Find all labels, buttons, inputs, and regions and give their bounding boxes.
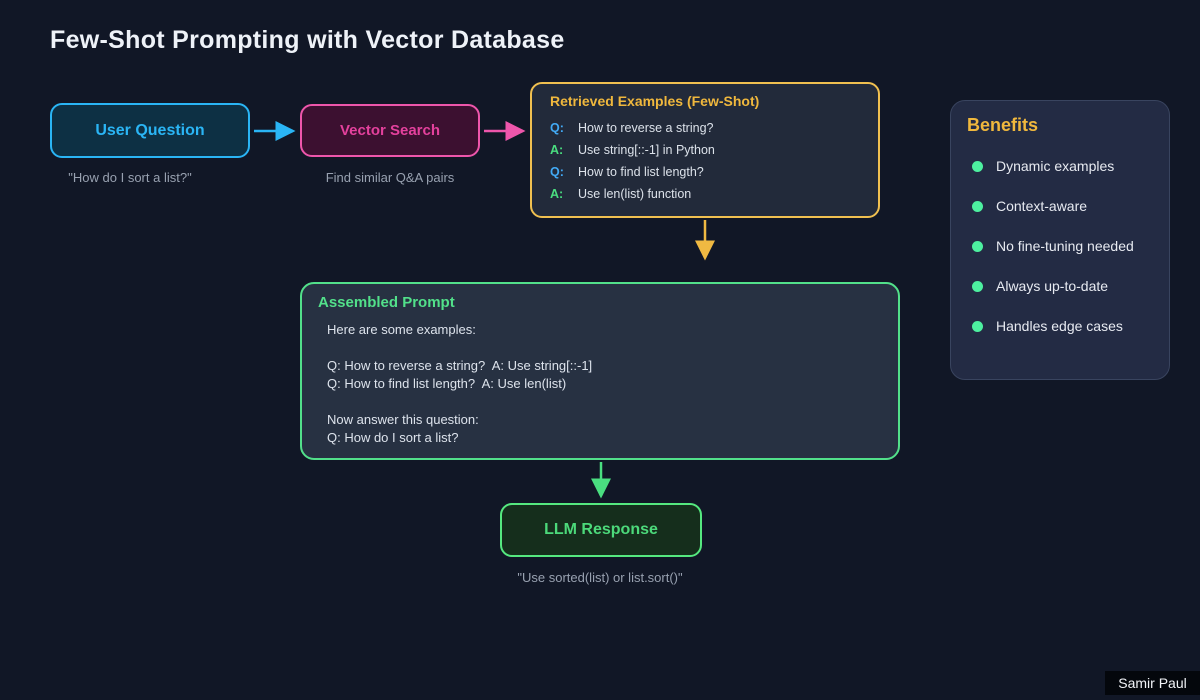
node-llm-response: LLM Response bbox=[500, 503, 702, 557]
qa-tag-question: Q: bbox=[550, 165, 564, 179]
benefits-list: Dynamic examples Context-aware No fine-t… bbox=[951, 146, 1169, 346]
benefits-panel: Benefits Dynamic examples Context-aware … bbox=[950, 100, 1170, 380]
benefit-label: No fine-tuning needed bbox=[996, 238, 1134, 254]
author-signature: Samir Paul bbox=[1105, 671, 1200, 695]
qa-tag-question: Q: bbox=[550, 121, 564, 135]
qa-text: Use string[::-1] in Python bbox=[578, 143, 715, 157]
benefit-label: Context-aware bbox=[996, 198, 1088, 214]
benefit-item: No fine-tuning needed bbox=[951, 226, 1169, 266]
qa-tag-answer: A: bbox=[550, 187, 564, 201]
benefit-dot-icon bbox=[972, 200, 983, 212]
node-vector-search: Vector Search bbox=[300, 104, 480, 157]
vector-search-caption: Find similar Q&A pairs bbox=[325, 170, 455, 185]
qa-text: How to reverse a string? bbox=[578, 121, 714, 135]
node-user-question-label: User Question bbox=[95, 121, 205, 139]
benefit-item: Handles edge cases bbox=[951, 306, 1169, 346]
benefit-label: Always up-to-date bbox=[996, 278, 1109, 294]
benefit-item: Always up-to-date bbox=[951, 266, 1169, 306]
assembled-prompt-panel: Assembled Prompt Here are some examples:… bbox=[300, 282, 900, 460]
qa-row: A: Use len(list) function bbox=[550, 183, 862, 205]
user-question-caption: "How do I sort a list?" bbox=[68, 170, 192, 185]
benefits-title: Benefits bbox=[967, 115, 1039, 135]
node-vector-search-label: Vector Search bbox=[339, 122, 441, 139]
assembled-prompt-title: Assembled Prompt bbox=[318, 294, 455, 311]
llm-response-caption: "Use sorted(list) or list.sort()" bbox=[517, 570, 683, 585]
benefit-dot-icon bbox=[972, 280, 983, 292]
benefit-dot-icon bbox=[972, 240, 983, 252]
qa-text: Use len(list) function bbox=[578, 187, 692, 201]
qa-text: How to find list length? bbox=[578, 165, 704, 179]
qa-tag-answer: A: bbox=[550, 143, 564, 157]
benefit-label: Dynamic examples bbox=[996, 158, 1115, 174]
qa-row: Q: How to reverse a string? bbox=[550, 117, 862, 139]
benefit-item: Context-aware bbox=[951, 186, 1169, 226]
benefit-label: Handles edge cases bbox=[996, 318, 1123, 334]
page-title: Few-Shot Prompting with Vector Database bbox=[50, 26, 565, 54]
benefit-dot-icon bbox=[972, 160, 983, 172]
assembled-prompt-body: Here are some examples: Q: How to revers… bbox=[327, 322, 593, 445]
node-llm-response-label: LLM Response bbox=[544, 521, 658, 538]
qa-row: Q: How to find list length? bbox=[550, 161, 862, 183]
benefit-dot-icon bbox=[972, 320, 983, 332]
benefit-item: Dynamic examples bbox=[951, 146, 1169, 186]
node-user-question: User Question bbox=[50, 103, 250, 158]
retrieved-examples-title: Retrieved Examples (Few-Shot) bbox=[550, 93, 760, 109]
qa-row: A: Use string[::-1] in Python bbox=[550, 139, 862, 161]
retrieved-examples-panel: Retrieved Examples (Few-Shot) Q: How to … bbox=[530, 82, 880, 218]
